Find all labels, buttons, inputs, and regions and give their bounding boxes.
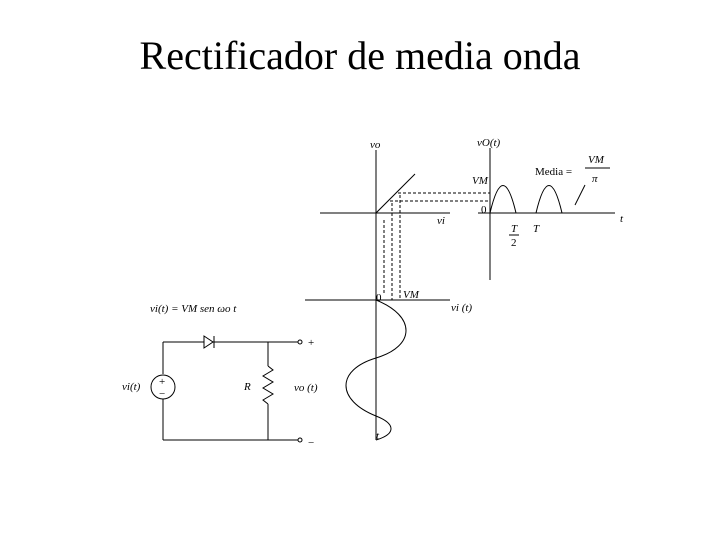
input-y-label: vi (t) [451,302,472,314]
output-terminal-bottom [297,437,303,443]
input-zero-label: 0 [376,292,382,304]
output-plus: + [308,337,314,349]
input-sine-curve [345,299,407,441]
source-minus: − [159,388,165,400]
mean-label: Media = [535,166,572,178]
output-minus: − [308,437,314,449]
transfer-y-label: vo [370,139,381,151]
output-t-label: t [620,213,624,225]
input-waveform-plot: 0 VM vi (t) t vi(t) = VM sen ωo t [150,289,472,442]
input-vm-label: VM [403,289,420,301]
output-y-label: vO(t) [477,137,501,149]
diode-symbol [203,335,215,349]
source-plus: + [159,376,165,388]
resistor-label: R [243,381,251,393]
output-terminal-top [297,339,303,345]
output-half-wave-1 [489,185,517,214]
input-t-label: t [376,430,380,442]
output-half-wave-2 [535,185,563,214]
source-label: vi(t) [122,381,141,393]
half-period-num: T [511,223,518,235]
input-equation: vi(t) = VM sen ωo t [150,303,237,315]
slide-title: Rectificador de media onda [139,33,581,78]
projection-lines [383,192,490,300]
transfer-curve [375,173,416,214]
output-voltage-label: vo (t) [294,382,318,394]
resistor-symbol [262,365,274,405]
output-vm-label: VM [472,175,489,187]
transfer-x-label: vi [437,215,445,227]
transfer-characteristic: vo vi [320,139,450,440]
output-zero-label: 0 [481,204,487,216]
mean-numerator: VM [588,154,605,166]
period-label: T [533,223,540,235]
mean-pointer [574,184,586,206]
half-period-den: 2 [511,237,517,249]
output-waveform-plot: vO(t) VM 0 t T 2 T Media = VM π [472,137,624,280]
rectifier-circuit: + − vi(t) R + − vo (t) [122,335,318,449]
mean-denominator: π [592,173,598,185]
